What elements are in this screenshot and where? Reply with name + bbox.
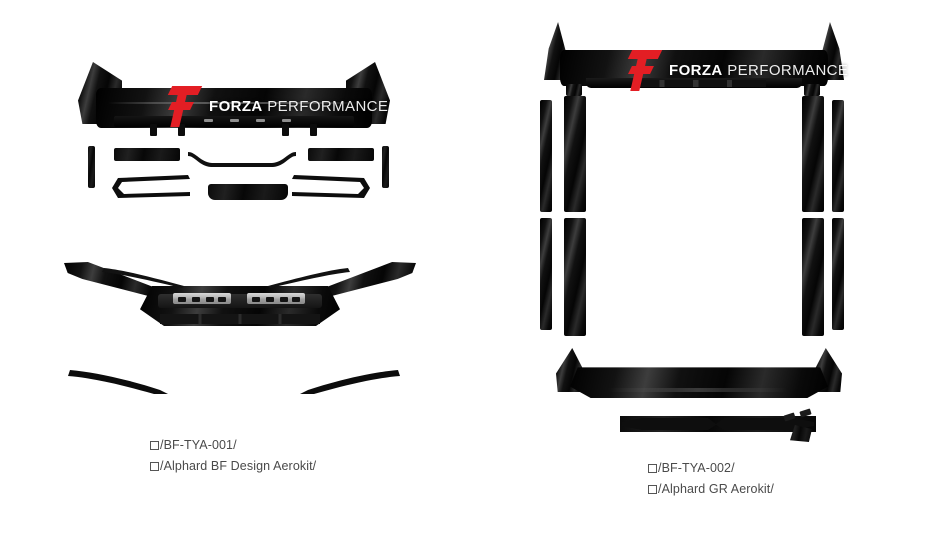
door-molding-upper-left bbox=[564, 96, 586, 212]
name-text-left: /Alphard BF Design Aerokit/ bbox=[160, 459, 317, 473]
side-skirt-blade-outer-left-lower bbox=[540, 218, 552, 330]
diffuser-tab-1 bbox=[150, 124, 157, 136]
skirt-shape-left bbox=[68, 370, 168, 394]
rear-hoop-bracket-left bbox=[108, 172, 192, 200]
label-name-line-left: /Alphard BF Design Aerokit/ bbox=[150, 456, 316, 477]
label-sku-line-left: /BF-TYA-001/ bbox=[150, 435, 316, 456]
rear-side-strip-left bbox=[88, 146, 95, 188]
sku-text-right: /BF-TYA-002/ bbox=[658, 461, 735, 475]
checkbox-icon[interactable] bbox=[648, 464, 657, 473]
checkbox-icon[interactable] bbox=[150, 462, 159, 471]
rear-lower-scoop bbox=[208, 184, 288, 200]
canard-shape-right bbox=[268, 268, 350, 288]
side-skirt-blade-outer-right-lower bbox=[832, 218, 844, 330]
door-molding-lower-right bbox=[802, 218, 824, 336]
rear-spoiler-vents bbox=[636, 80, 766, 87]
front-canard-right bbox=[266, 266, 350, 288]
checkbox-icon[interactable] bbox=[150, 441, 159, 450]
side-skirt-tip-right bbox=[804, 84, 820, 96]
label-sku-line-right: /BF-TYA-002/ bbox=[648, 458, 774, 479]
rear-bumper-spoiler-right bbox=[540, 22, 848, 94]
checkbox-icon[interactable] bbox=[648, 485, 657, 494]
front-canard-left bbox=[102, 266, 186, 288]
diffuser-crease bbox=[108, 102, 360, 104]
undertray-shape bbox=[622, 418, 814, 430]
side-skirt-blade-outer-left bbox=[540, 100, 552, 212]
name-text-right: /Alphard GR Aerokit/ bbox=[658, 482, 774, 496]
door-molding-upper-right bbox=[802, 96, 824, 212]
front-lip-main-body bbox=[570, 367, 828, 398]
diffuser-tab-2 bbox=[178, 124, 185, 136]
label-name-line-right: /Alphard GR Aerokit/ bbox=[648, 479, 774, 500]
sku-text-left: /BF-TYA-001/ bbox=[160, 438, 237, 452]
side-skirt-blade-outer-right bbox=[832, 100, 844, 212]
diffuser-tab-3 bbox=[282, 124, 289, 136]
corner-wedge bbox=[790, 425, 812, 442]
rear-side-strip-right bbox=[382, 146, 389, 188]
front-lip-highlight bbox=[608, 388, 788, 392]
diffuser-pin-2 bbox=[230, 119, 239, 122]
diffuser-pin-4 bbox=[282, 119, 291, 122]
canard-shape-left bbox=[102, 268, 184, 288]
product-label-left: /BF-TYA-001/ /Alphard BF Design Aerokit/ bbox=[150, 435, 316, 477]
side-skirt-extension-left bbox=[68, 366, 172, 396]
door-molding-lower-left bbox=[564, 218, 586, 336]
bow-shape bbox=[188, 152, 296, 167]
rear-center-bow-bracket bbox=[186, 150, 298, 174]
skirt-shape-right bbox=[300, 370, 400, 394]
side-skirt-extension-right bbox=[296, 366, 400, 396]
product-label-right: /BF-TYA-002/ /Alphard GR Aerokit/ bbox=[648, 458, 774, 500]
diffuser-pin-3 bbox=[256, 119, 265, 122]
diffuser-pin-1 bbox=[204, 119, 213, 122]
front-lip-vents bbox=[160, 314, 320, 324]
diffuser-tab-4 bbox=[310, 124, 317, 136]
front-mount-bracket-left bbox=[173, 293, 231, 304]
rear-bumper-diffuser-left bbox=[78, 62, 390, 136]
hoop-shape-left bbox=[112, 175, 190, 198]
rear-trim-strip-left bbox=[114, 148, 180, 161]
front-mount-bracket-right bbox=[247, 293, 305, 304]
front-lip-splitter-right bbox=[552, 348, 846, 408]
rear-trim-strip-right bbox=[308, 148, 374, 161]
rear-hoop-bracket-right bbox=[290, 172, 374, 200]
side-skirt-tip-left bbox=[566, 84, 582, 96]
front-undertray bbox=[620, 416, 816, 432]
hoop-shape-right bbox=[292, 175, 370, 198]
